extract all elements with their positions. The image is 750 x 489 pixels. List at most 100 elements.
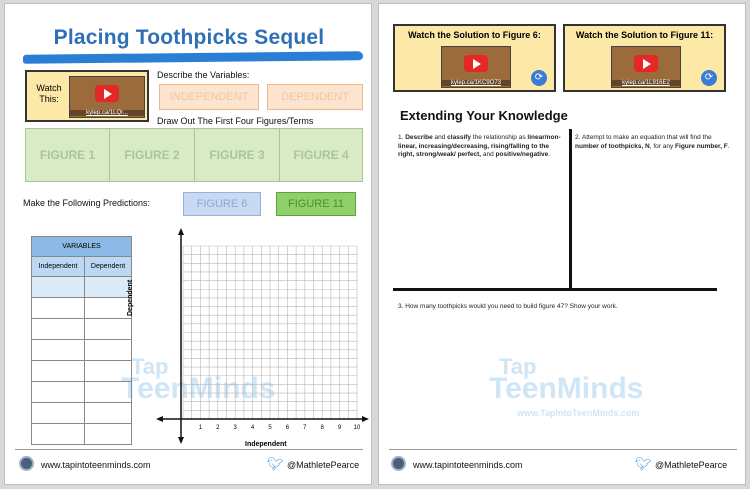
footer-divider [389, 449, 737, 450]
table-cell[interactable] [30, 423, 86, 445]
q1-bold-1: Describe [405, 134, 433, 141]
globe-logo-icon [19, 456, 34, 471]
figure-4-cell[interactable]: FIGURE 4 [293, 148, 349, 162]
table-cell[interactable] [84, 318, 132, 340]
q1-text-1: and [432, 134, 448, 141]
x-tick-label: 5 [268, 425, 272, 431]
table-cell[interactable] [84, 339, 132, 361]
solution-figure-11-box: Watch the Solution to Figure 11: kylep.c… [563, 24, 726, 92]
describe-variables-label: Describe the Variables: [157, 70, 250, 80]
footer-url[interactable]: www.tapintoteenminds.com [413, 460, 523, 470]
table-col-dependent: Dependent [84, 256, 132, 277]
q2-bold-2: Figure number, F [675, 142, 728, 150]
worksheet-page-left: Tap TeenMinds Placing Toothpicks Sequel … [4, 3, 372, 485]
x-tick-label: 8 [321, 425, 325, 431]
question-2: 2. Attempt to make an equation that will… [575, 134, 735, 151]
q1-text-4: . [548, 151, 551, 158]
x-axis-label: Independent [245, 441, 287, 448]
solution-11-thumbnail[interactable]: kylep.ca/1L916E2 [611, 46, 681, 88]
footer-divider [15, 449, 363, 450]
figure-3-cell[interactable]: FIGURE 3 [195, 129, 280, 181]
question-1-number: 1. [398, 134, 404, 141]
table-cell[interactable] [30, 318, 86, 340]
x-tick-label: 7 [303, 425, 307, 431]
y-axis-arrow-top [178, 228, 184, 235]
globe-logo-icon [391, 456, 406, 471]
table-cell[interactable] [84, 276, 132, 298]
extending-knowledge-title: Extending Your Knowledge [400, 108, 568, 123]
table-cell[interactable] [84, 360, 132, 382]
q2-text-3: . [727, 142, 730, 150]
horizontal-divider [393, 288, 717, 291]
q2-text-1: Attempt to make an equation that will fi… [581, 134, 712, 141]
footer-handle[interactable]: @MathletePearce [655, 460, 728, 470]
figure-1-cell[interactable]: FIGURE 1 [26, 129, 110, 181]
q2-bold-1: number of toothpicks, N [575, 142, 650, 150]
figure-2-cell[interactable]: FIGURE 2 [110, 129, 195, 181]
table-cell[interactable] [84, 423, 132, 445]
y-axis-label: Dependent [127, 279, 134, 316]
prediction-figure-6-box[interactable]: FIGURE 6 [183, 192, 261, 216]
table-row [30, 402, 132, 424]
solution-figure-11-title: Watch the Solution to Figure 11: [575, 30, 714, 40]
footer-url[interactable]: www.tapintoteenminds.com [41, 460, 151, 470]
dependent-variable-box[interactable]: DEPENDENT [267, 84, 363, 110]
watermark-url-text: www.TapIntoTeenMinds.com [517, 408, 640, 418]
x-tick-label: 1 [199, 425, 203, 431]
prediction-figure-11-box[interactable]: FIGURE 11 [276, 192, 356, 216]
table-cell[interactable] [84, 381, 132, 403]
page-title: Placing Toothpicks Sequel [53, 26, 325, 49]
video-thumbnail[interactable]: kylep.ca/1LQr... [69, 76, 145, 118]
x-tick-label: 6 [286, 425, 290, 431]
x-tick-label: 9 [338, 425, 342, 431]
refresh-icon[interactable]: ⟳ [531, 70, 547, 86]
table-cell[interactable] [30, 360, 86, 382]
footer-handle[interactable]: @MathletePearce [287, 460, 360, 470]
solution-figure-6-title: Watch the Solution to Figure 6: [408, 30, 541, 40]
youtube-play-icon [95, 85, 119, 102]
table-cell[interactable] [84, 297, 132, 319]
solution-6-thumbnail[interactable]: kylep.ca/1KC9O73 [441, 46, 511, 88]
question-3: 3. How many toothpicks would you need to… [398, 303, 618, 310]
table-cell[interactable] [84, 402, 132, 424]
table-cell[interactable] [30, 297, 86, 319]
x-tick-label: 10 [354, 425, 361, 431]
table-row [30, 423, 132, 445]
table-cell[interactable] [30, 381, 86, 403]
draw-figures-label: Draw Out The First Four Figures/Terms [157, 116, 314, 126]
refresh-icon[interactable]: ⟳ [701, 70, 717, 86]
grid-lines [182, 245, 358, 420]
x-tick-label: 3 [234, 425, 238, 431]
table-cell[interactable] [30, 339, 86, 361]
solution-figure-6-box: Watch the Solution to Figure 6: kylep.ca… [393, 24, 556, 92]
x-axis-arrow-left [156, 416, 163, 422]
watch-label: Watch This: [36, 83, 62, 104]
figures-row: FIGURE 1 FIGURE 2 FIGURE 3 FIGURE 4 [25, 128, 363, 182]
x-tick-label: 4 [251, 425, 255, 431]
table-cell[interactable] [30, 276, 86, 298]
twitter-bird-icon: 🐦︎ [267, 456, 284, 471]
question-2-number: 2. [575, 134, 581, 141]
independent-variable-box[interactable]: INDEPENDENT [159, 84, 259, 110]
vertical-divider [569, 129, 572, 289]
youtube-play-icon [634, 55, 658, 72]
q2-text-2: , for any [649, 142, 676, 150]
solution-6-link[interactable]: kylep.ca/1KC9O73 [442, 80, 510, 86]
twitter-bird-icon: 🐦︎ [635, 456, 652, 471]
table-row [30, 318, 132, 340]
predictions-label: Make the Following Predictions: [23, 198, 151, 208]
video-link[interactable]: kylep.ca/1LQr... [70, 110, 144, 116]
watch-video-box: Watch This: kylep.ca/1LQr... [25, 70, 149, 122]
q1-text-2: the relationship as [471, 134, 528, 141]
table-row [30, 339, 132, 361]
worksheet-page-right: Tap TeenMinds www.TapIntoTeenMinds.com W… [378, 3, 746, 485]
table-cell[interactable] [30, 402, 86, 424]
table-row [30, 297, 132, 319]
q1-bold-2: classify [447, 134, 472, 141]
y-axis-arrow-bottom [178, 437, 184, 444]
table-col-independent: Independent [30, 256, 86, 277]
youtube-play-icon [464, 55, 488, 72]
solution-11-link[interactable]: kylep.ca/1L916E2 [612, 80, 680, 86]
